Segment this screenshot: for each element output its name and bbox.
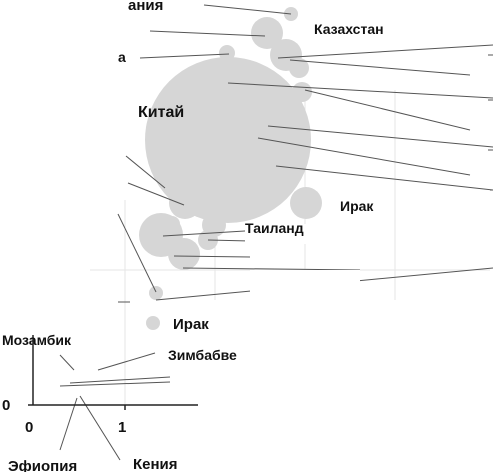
leader-line-7 [267,125,493,148]
mask-7 [333,195,393,207]
leader-line-21 [69,376,171,384]
leader-line-4 [289,59,471,76]
leader-line-3 [277,44,493,59]
bubble-5 [219,45,235,61]
leader-line-1 [149,30,266,37]
leader-line-19 [59,354,75,371]
bubble-9 [180,180,196,196]
leader-line-24 [79,395,121,461]
leader-line-9 [275,165,493,191]
leader-line-15 [173,255,251,258]
bubble-1 [251,17,283,49]
bubble-11 [168,238,200,270]
leader-line-23 [59,397,78,451]
leader-line-8 [257,137,471,176]
bubble-15 [146,316,160,330]
label-irak-right: Ирак [340,198,374,214]
mask-3 [250,270,360,300]
bubble-6 [292,82,312,102]
label-zimbabve: Зимбабве [168,347,237,363]
label-kitai: Китай [138,104,184,121]
leader-line-20 [97,352,156,371]
y-tick-label-0: 0 [2,397,10,414]
x-tick-label-0: 0 [25,419,33,436]
bubble-7 [290,187,322,219]
label-kazakhstan: Казахстан [314,21,384,37]
x-tick-label-1: 1 [118,419,126,436]
label-a: а [118,49,126,65]
label-aniya: ания [128,0,163,14]
mask-1 [0,0,120,20]
mask-4 [165,340,265,366]
leader-line-5 [227,82,493,99]
bubble-14 [149,286,163,300]
leader-line-16 [182,267,361,271]
mask-0 [305,1,493,16]
bubble-3 [289,58,309,78]
leader-line-12 [117,213,157,293]
mask-5 [172,368,262,396]
labels: Китай Казахстан Ирак Кения Эфиопия ания … [2,0,384,472]
label-tailand: Таиланд [245,220,304,236]
label-mozambik: Мозамбик [2,332,72,348]
leader-line-2 [139,53,230,59]
leader-line-6 [304,89,471,131]
label-efiopiya: Эфиопия [8,458,77,472]
leader-line-22 [59,381,171,387]
label-keniya: Кения [133,456,178,472]
leader-line-11 [127,182,185,206]
mask-2 [245,224,355,244]
leader-line-0 [203,4,292,15]
mask-6 [0,340,100,352]
leader-line-10 [125,155,166,189]
axes: 0 0 1 [2,335,198,436]
label-irak: Ирак [173,316,209,333]
white-masks [0,0,493,396]
bubble-16 [164,216,180,232]
bubble-8 [169,187,201,219]
bubble-layer [139,7,322,330]
leader-line-14 [207,239,251,242]
